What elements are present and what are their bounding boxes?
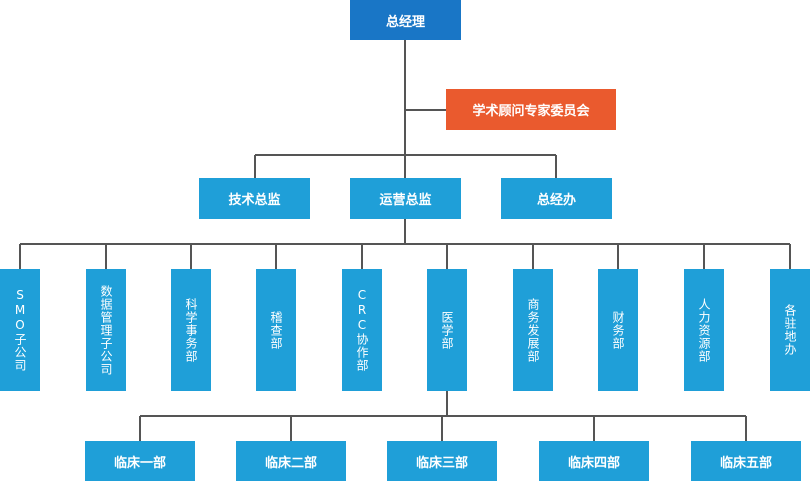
general-manager-box: 总经理 [350,0,461,40]
clinical-dept-1-box: 临床一部 [85,441,195,481]
dept-human-resources-box: 人力资源部 [684,269,724,391]
dept-medical-box: 医学部 [427,269,467,391]
dept-data-management-label: 数据管理子公司 [99,284,113,376]
general-office-box: 总经办 [501,178,612,219]
clinical-dept-3-box: 临床三部 [387,441,497,481]
clinical-dept-5-box: 临床五部 [691,441,801,481]
dept-medical-label: 医学部 [440,310,454,350]
clinical-dept-4-label: 临床四部 [567,455,620,471]
operations-director-label: 运营总监 [379,193,432,208]
dept-finance-label: 财务部 [611,310,625,350]
dept-smo-label: SMO子公司 [13,288,27,372]
general-manager-label: 总经理 [385,14,425,30]
clinical-dept-3-label: 临床三部 [415,455,468,471]
dept-business-development-label: 商务发展部 [526,297,540,363]
dept-scientific-affairs-box: 科学事务部 [171,269,211,391]
dept-smo-box: SMO子公司 [0,269,40,391]
dept-regional-offices-label: 各驻地办 [783,304,797,356]
technical-director-label: 技术总监 [228,193,281,208]
dept-finance-box: 财务部 [598,269,638,391]
dept-human-resources-label: 人力资源部 [697,297,711,363]
advisory-committee-box: 学术顾问专家委员会 [446,89,616,130]
dept-data-management-box: 数据管理子公司 [86,269,126,391]
dept-audit-label: 稽查部 [269,310,283,350]
clinical-dept-5-label: 临床五部 [719,455,772,471]
clinical-dept-4-box: 临床四部 [539,441,649,481]
dept-business-development-box: 商务发展部 [513,269,553,391]
technical-director-box: 技术总监 [199,178,310,219]
general-office-label: 总经办 [536,193,576,208]
dept-crc-box: CRC协作部 [342,269,382,391]
advisory-committee-label: 学术顾问专家委员会 [472,104,590,119]
dept-scientific-affairs-label: 科学事务部 [184,297,198,363]
clinical-dept-2-box: 临床二部 [236,441,346,481]
dept-crc-label: CRC协作部 [355,288,369,372]
clinical-dept-2-label: 临床二部 [264,455,317,471]
dept-audit-box: 稽查部 [256,269,296,391]
clinical-dept-1-label: 临床一部 [113,455,166,471]
dept-regional-offices-box: 各驻地办 [770,269,810,391]
operations-director-box: 运营总监 [350,178,461,219]
